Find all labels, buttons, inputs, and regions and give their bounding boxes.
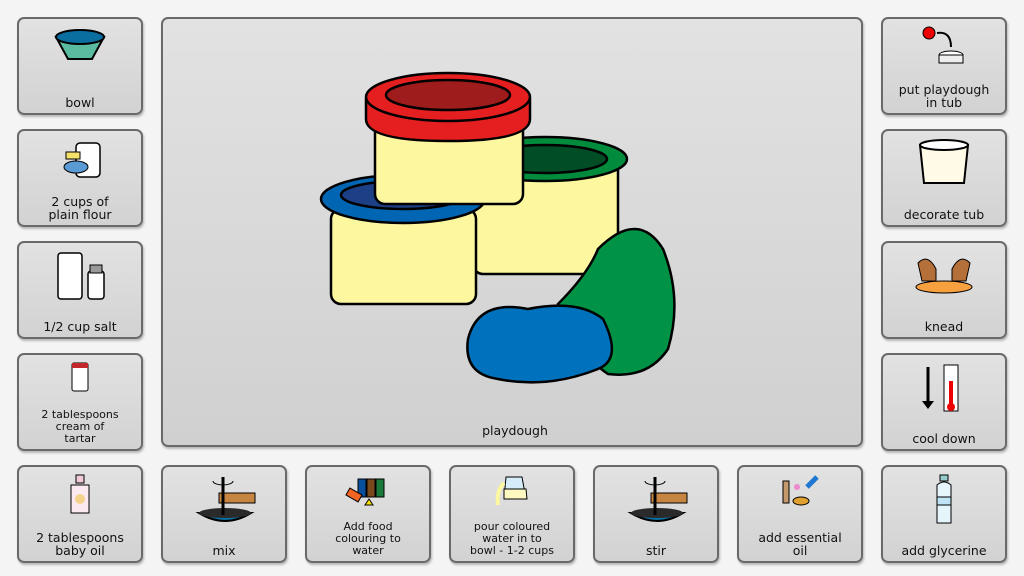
mix-label: mix	[212, 543, 236, 558]
stir-label: stir	[645, 543, 667, 558]
mix-icon	[195, 477, 256, 522]
put-in-tub-icon	[922, 26, 964, 64]
baby-oil-label: 2 tablespoons baby oil	[36, 530, 124, 558]
cream-of-tartar-button[interactable]: 2 tablespoons cream of tartar	[17, 353, 143, 451]
cool-down-button[interactable]: cool down	[881, 353, 1007, 451]
playdough-main-cell[interactable]: playdough	[161, 17, 863, 447]
cream-of-tartar-icon	[71, 362, 89, 392]
decorate-tub-button[interactable]: decorate tub	[881, 129, 1007, 227]
tub-icon	[918, 139, 970, 184]
flour-button[interactable]: 2 cups of plain flour	[17, 129, 143, 227]
add-glycerine-button[interactable]: add glycerine	[881, 465, 1007, 563]
put-in-tub-button[interactable]: put playdough in tub	[881, 17, 1007, 115]
add-glycerine-label: add glycerine	[901, 543, 987, 558]
cream-of-tartar-label: 2 tablespoons cream of tartar	[41, 408, 119, 445]
salt-label: 1/2 cup salt	[43, 319, 117, 334]
playdough-label: playdough	[482, 423, 548, 438]
pour-water-label: pour coloured water in to bowl - 1-2 cup…	[470, 520, 554, 557]
salt-button[interactable]: 1/2 cup salt	[17, 241, 143, 339]
food-colouring-label: Add food colouring to water	[335, 520, 401, 557]
baby-oil-button[interactable]: 2 tablespoons baby oil	[17, 465, 143, 563]
essential-oil-button[interactable]: add essential oil	[737, 465, 863, 563]
knead-label: knead	[924, 319, 964, 334]
food-colouring-icon	[345, 478, 385, 506]
bowl-label: bowl	[65, 95, 95, 110]
knead-button[interactable]: knead	[881, 241, 1007, 339]
decorate-tub-label: decorate tub	[903, 207, 985, 222]
bowl-icon	[54, 29, 106, 60]
essential-oil-label: add essential oil	[758, 530, 842, 558]
bowl-button[interactable]: bowl	[17, 17, 143, 115]
food-colouring-button[interactable]: Add food colouring to water	[305, 465, 431, 563]
baby-oil-icon	[70, 474, 90, 514]
thermometer-icon	[922, 364, 959, 412]
flour-label: 2 cups of plain flour	[48, 194, 112, 222]
knead-icon	[915, 258, 973, 294]
salt-icon	[57, 252, 105, 300]
flour-icon	[63, 142, 101, 178]
bottle-icon	[936, 474, 952, 524]
stir-icon	[627, 477, 688, 522]
pour-water-button[interactable]: pour coloured water in to bowl - 1-2 cup…	[449, 465, 575, 563]
put-in-tub-label: put playdough in tub	[898, 82, 990, 110]
mix-button[interactable]: mix	[161, 465, 287, 563]
playdough-tubs-icon	[319, 71, 676, 384]
essential-oil-icon	[782, 475, 819, 506]
stir-button[interactable]: stir	[593, 465, 719, 563]
pour-jug-icon	[495, 476, 528, 506]
cool-down-label: cool down	[912, 431, 976, 446]
